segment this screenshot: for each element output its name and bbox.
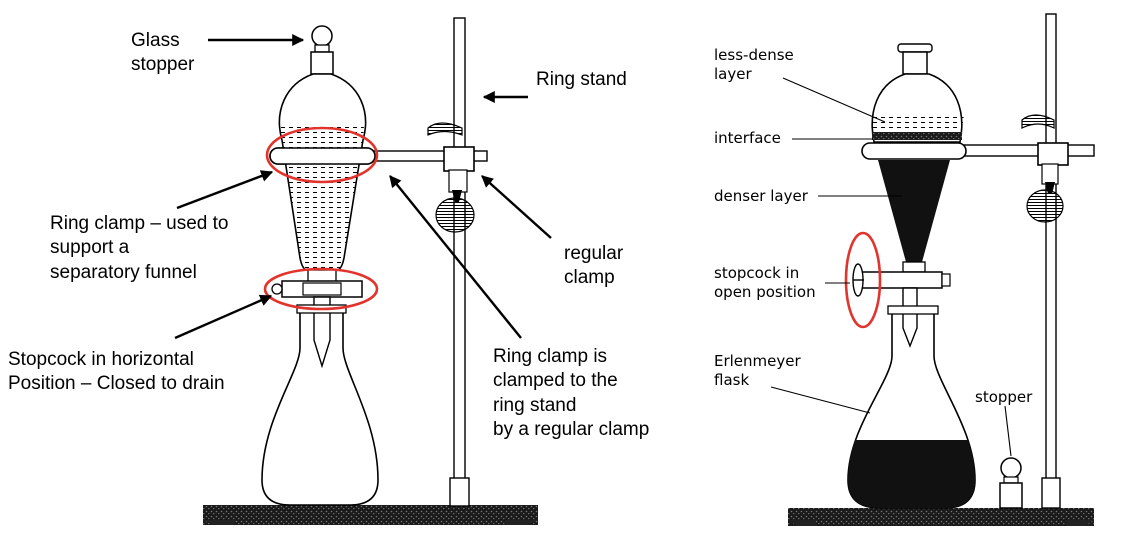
label-erlenmeyer-flask: Erlenmeyer flask bbox=[714, 352, 801, 390]
left-erlenmeyer-flask bbox=[261, 309, 379, 506]
loose-stopper bbox=[999, 457, 1023, 509]
label-ring-stand: Ring stand bbox=[536, 69, 627, 90]
regular-clamp bbox=[427, 122, 475, 233]
right-leader-lines bbox=[770, 77, 1012, 457]
ring-clamp-highlight bbox=[265, 126, 379, 184]
collected-denser-layer bbox=[848, 440, 975, 508]
right-apparatus bbox=[770, 13, 1095, 526]
label-denser-layer: denser layer bbox=[714, 187, 808, 205]
separatory-funnel bbox=[269, 25, 376, 369]
label-ring-clamp: Ring clamp – used to support a separator… bbox=[50, 213, 229, 283]
label-regular-clamp: regular clamp bbox=[564, 243, 624, 289]
ring-stand-rod bbox=[453, 17, 466, 489]
interface-band bbox=[872, 132, 962, 140]
left-apparatus bbox=[174, 17, 552, 525]
stopcock-closed-highlight bbox=[263, 267, 379, 311]
left-arrows bbox=[174, 34, 552, 340]
stopcock-open-highlight bbox=[844, 231, 882, 329]
right-ring-stand-rod bbox=[1045, 13, 1057, 493]
label-ring-clamp-clamped: Ring clamp is clamped to the ring stand … bbox=[493, 346, 650, 440]
less-dense-layer bbox=[870, 114, 964, 132]
right-separatory-funnel bbox=[852, 43, 967, 348]
label-stopcock-closed: Stopcock in horizontal Position – Closed… bbox=[8, 349, 225, 395]
denser-layer bbox=[878, 160, 950, 262]
label-interface: interface bbox=[714, 129, 781, 147]
label-less-dense-layer: less-dense layer bbox=[714, 46, 794, 84]
ring-stand-base bbox=[203, 505, 538, 525]
label-stopcock-open: stopcock in open position bbox=[714, 264, 816, 302]
label-glass-stopper: Glass stopper bbox=[131, 30, 195, 76]
right-ring-stand-base bbox=[788, 508, 1094, 526]
label-stopper: stopper bbox=[975, 388, 1033, 406]
